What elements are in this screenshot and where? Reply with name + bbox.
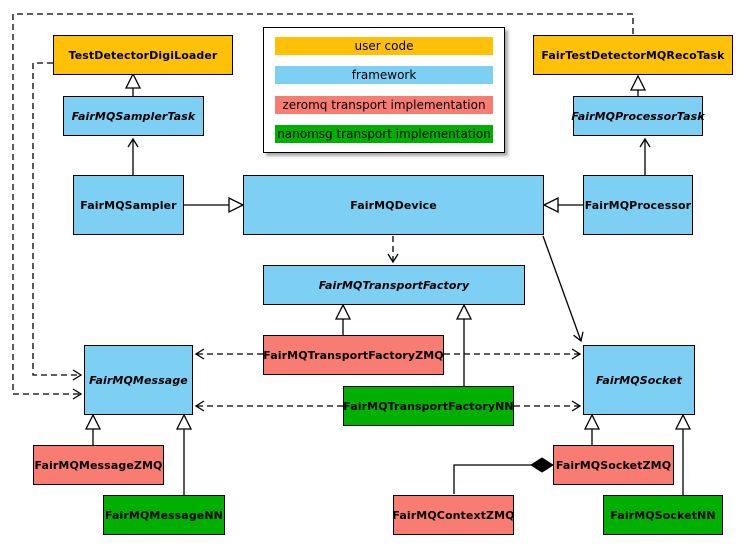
class-box-fairmqprocessortask: FairMQProcessorTask <box>571 96 705 136</box>
edge-device-to-socket <box>542 235 584 343</box>
class-box-fairmqtransportfactorynn: FairMQTransportFactoryNN <box>343 386 514 426</box>
class-box-fairmqsocket: FairMQSocket <box>583 345 695 415</box>
class-box-fairmqmessagezmq: FairMQMessageZMQ <box>33 445 164 485</box>
class-box-fairmqsampler: FairMQSampler <box>73 175 184 235</box>
class-box-fairmqprocessor: FairMQProcessor <box>583 175 693 235</box>
edge-tfzmq-to-transportfactory <box>334 303 352 335</box>
legend-item-nanomsg: nanomsg transport implementation <box>275 124 493 143</box>
legend: user code framework zeromq transport imp… <box>263 27 505 153</box>
edge-messagezmq-to-message <box>84 413 102 445</box>
class-box-fairmqtransportfactory: FairMQTransportFactory <box>263 265 525 305</box>
class-box-fairmqsocketzmq: FairMQSocketZMQ <box>553 445 674 485</box>
class-box-fairmqtransportfactoryzmq: FairMQTransportFactoryZMQ <box>263 335 444 375</box>
class-box-fairmqmessage: FairMQMessage <box>84 345 193 415</box>
class-box-fairmqsamplertask: FairMQSamplerTask <box>63 96 204 136</box>
edge-samplertask-to-tdl <box>124 72 142 96</box>
class-box-fairmqcontextzmq: FairMQContextZMQ <box>392 495 515 535</box>
edge-socketzmq-contextzmq-composition <box>453 457 554 494</box>
class-box-testdetectordigiloader: TestDetectorDigiLoader <box>53 35 233 75</box>
legend-item-framework: framework <box>275 66 493 85</box>
edge-messagenn-to-message <box>175 413 193 495</box>
edge-sampler-to-device <box>184 196 245 214</box>
class-box-fairmqdevice: FairMQDevice <box>243 175 544 235</box>
edge-processor-to-device <box>542 196 583 214</box>
class-box-fairmqmessagenn: FairMQMessageNN <box>103 495 225 535</box>
edge-tfnn-to-transportfactory <box>455 303 473 386</box>
legend-item-zeromq: zeromq transport implementation <box>275 95 493 114</box>
edge-socketnn-to-socket <box>674 413 692 495</box>
class-box-fairmqsocketnn: FairMQSocketNN <box>603 495 723 535</box>
edge-socketzmq-to-socket <box>583 413 601 445</box>
class-box-fairtestdetectormqrecotask: FairTestDetectorMQRecoTask <box>533 35 733 75</box>
legend-item-user-code: user code <box>275 37 493 55</box>
edge-processortask-to-ftd <box>629 74 647 96</box>
